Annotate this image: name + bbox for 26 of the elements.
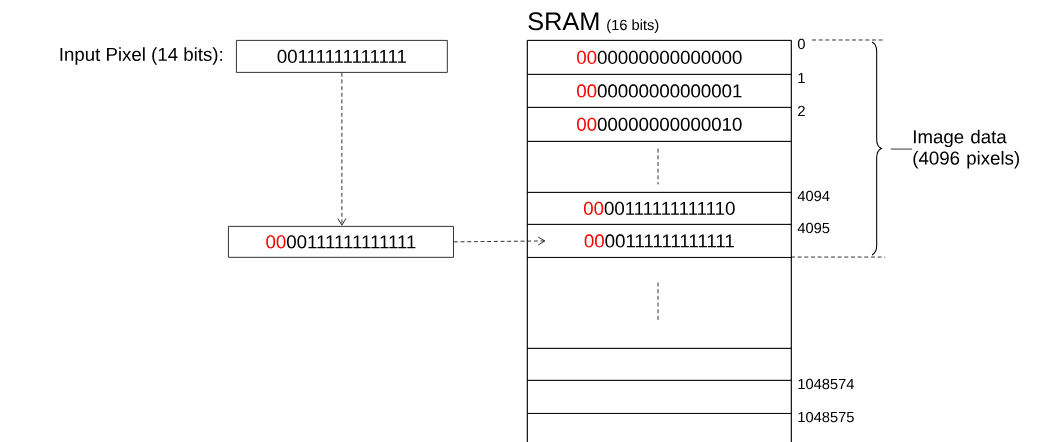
address-label: 4095 xyxy=(797,222,830,234)
memory-row: 0000000000000000 xyxy=(526,40,792,75)
node-label: (16 bits) xyxy=(607,19,659,34)
address-label: 1 xyxy=(798,72,805,84)
memory-row xyxy=(526,141,792,193)
data-box: 00111111111111 xyxy=(236,40,448,73)
brace-label: Image data (4096 pixels) xyxy=(913,129,1019,169)
address-label: 4094 xyxy=(797,190,830,202)
address-label: 0 xyxy=(797,38,805,50)
address-label: 1048574 xyxy=(798,378,854,390)
memory-row xyxy=(526,413,792,442)
node-label: SRAM xyxy=(528,12,599,31)
address-label: 1048575 xyxy=(798,411,854,423)
memory-row xyxy=(526,380,792,414)
memory-row: 0000000000000001 xyxy=(526,74,792,108)
memory-row xyxy=(526,257,792,349)
memory-row: 0000111111111110 xyxy=(526,192,792,225)
memory-row xyxy=(526,348,792,381)
caption-text: Input Pixel (14 bits): xyxy=(60,47,222,65)
memory-row: 0000000000000010 xyxy=(526,106,792,142)
memory-row: 0000111111111111 xyxy=(526,224,792,258)
data-box: 0000111111111111 xyxy=(228,226,454,258)
arrow xyxy=(337,72,347,226)
arrow xyxy=(453,236,546,246)
address-label: 2 xyxy=(798,105,805,117)
leader-line xyxy=(890,148,913,150)
